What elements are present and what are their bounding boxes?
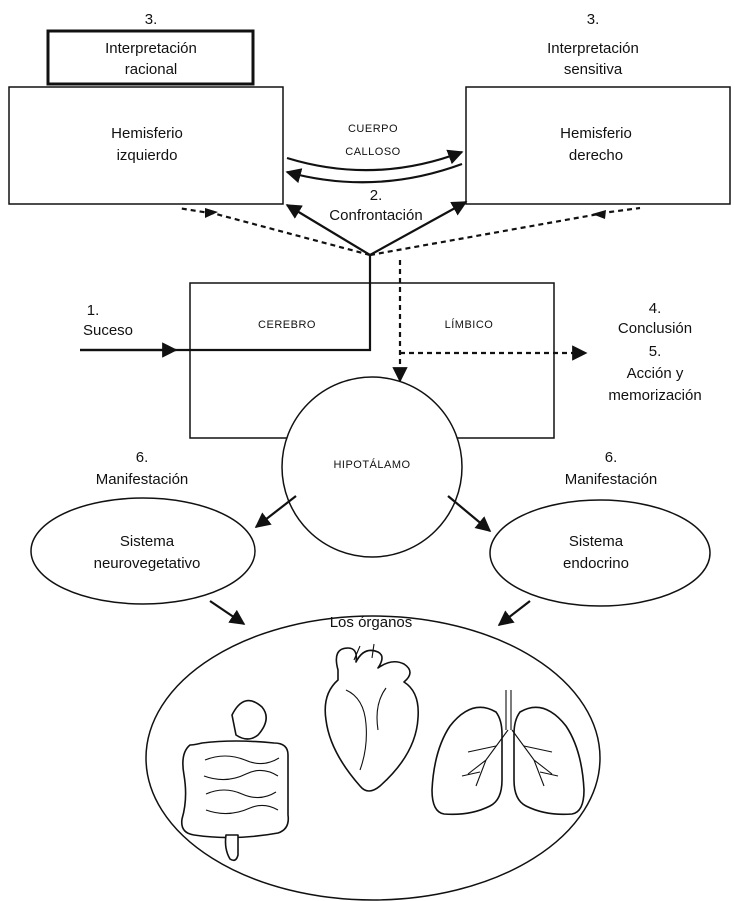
- neurovegetative-ellipse: [30, 497, 256, 605]
- arrow-neurovegetative-to-organs: [209, 600, 246, 625]
- sensitive-interpretation-line1: Interpretación: [547, 40, 639, 57]
- confrontation-arrow-left: [285, 204, 371, 256]
- left-interpretation-number: 3.: [145, 11, 158, 28]
- lungs-icon: [431, 690, 585, 816]
- right-manifestation-number: 6.: [605, 449, 618, 466]
- left-hemisphere-box: [8, 86, 284, 205]
- limbic-brain-right-label: LÍMBICO: [445, 318, 494, 331]
- left-hemisphere-line1: Hemisferio: [111, 125, 183, 142]
- right-hemisphere-line2: derecho: [569, 147, 623, 164]
- corpus-callosum-line1: CUERPO: [348, 123, 398, 135]
- event-number: 1.: [87, 302, 100, 319]
- hypothalamus-circle: [281, 376, 463, 558]
- rational-interpretation-box: [46, 29, 255, 86]
- arrow-to-endocrine: [447, 495, 492, 532]
- left-manifestation-label: Manifestación: [96, 471, 189, 488]
- corpus-callosum-line2: CALLOSO: [345, 146, 400, 158]
- right-interpretation-number: 3.: [587, 11, 600, 28]
- callosum-arrow-to-right: [286, 149, 464, 172]
- intestines-icon: [180, 699, 290, 862]
- arrow-endocrine-to-organs: [497, 600, 531, 626]
- endocrine-line1: Sistema: [569, 533, 624, 550]
- organs-label: Los órganos: [330, 614, 413, 631]
- action-line1: Acción y: [627, 365, 684, 382]
- heart-icon: [324, 643, 420, 792]
- limbic-brain-left-label: CEREBRO: [258, 319, 316, 331]
- endocrine-line2: endocrino: [563, 555, 629, 572]
- left-hemisphere-line2: izquierdo: [117, 147, 178, 164]
- sensitive-interpretation-line2: sensitiva: [564, 61, 623, 78]
- endocrine-ellipse: [489, 499, 711, 607]
- arrow-to-neurovegetative: [254, 495, 297, 528]
- dashed-feedback-right: [369, 206, 641, 257]
- event-label: Suceso: [83, 322, 133, 339]
- right-hemisphere-line1: Hemisferio: [560, 125, 632, 142]
- conclusion-label: Conclusión: [618, 320, 692, 337]
- right-manifestation-label: Manifestación: [565, 471, 658, 488]
- action-line2: memorización: [608, 387, 701, 404]
- right-hemisphere-box: [465, 86, 731, 205]
- confrontation-label: Confrontación: [329, 207, 422, 224]
- confrontation-arrow-right: [369, 201, 468, 256]
- rational-interpretation-line1: Interpretación: [105, 40, 197, 57]
- feedback-arrowhead-left: [205, 208, 218, 218]
- left-manifestation-number: 6.: [136, 449, 149, 466]
- callosum-arrow-to-left: [285, 162, 463, 184]
- neurovegetative-line2: neurovegetativo: [94, 555, 201, 572]
- action-number: 5.: [649, 343, 662, 360]
- confrontation-number: 2.: [370, 187, 383, 204]
- hypothalamus-label: HIPOTÁLAMO: [333, 458, 410, 471]
- neurovegetative-line1: Sistema: [120, 533, 175, 550]
- rational-interpretation-line2: racional: [125, 61, 178, 78]
- conclusion-number: 4.: [649, 300, 662, 317]
- feedback-arrowhead-right: [592, 210, 606, 219]
